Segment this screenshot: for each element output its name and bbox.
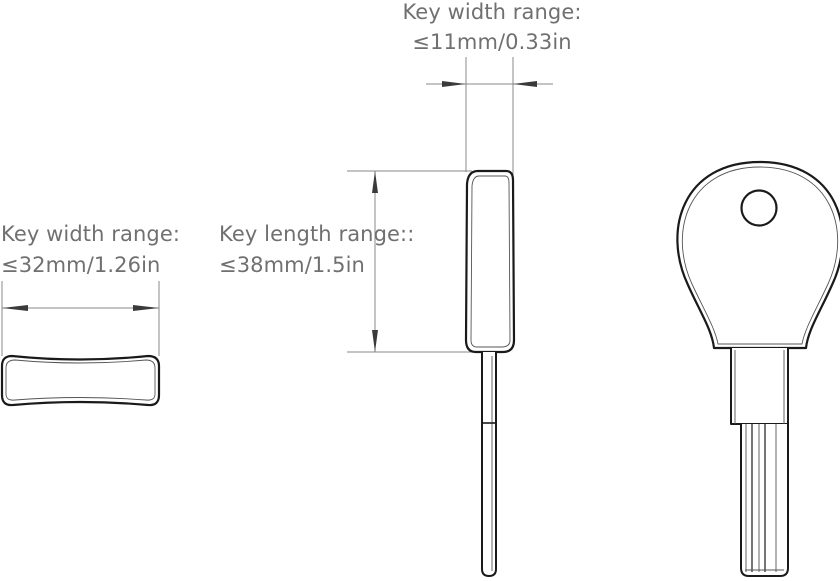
key-side-view [347, 57, 553, 577]
length-value: ≤38mm/1.5in [219, 253, 365, 277]
key-bow-inner [681, 166, 839, 345]
key-neck-outline [730, 348, 789, 425]
arrow-right [133, 305, 159, 311]
key-blade-side-outline [481, 352, 497, 577]
arrow-left [2, 305, 28, 311]
thickness-arrow-right [513, 81, 537, 87]
top-width-value: ≤11mm/0.33in [412, 30, 572, 54]
length-arrow-top [372, 171, 378, 193]
key-front-view [676, 160, 840, 577]
length-title: Key length range:: [219, 222, 415, 246]
left-width-value: ≤32mm/1.26in [1, 253, 161, 277]
head-top-view [0, 281, 161, 407]
key-head-top-outline [0, 354, 161, 407]
key-head-side-outline [464, 169, 516, 354]
left-width-title: Key width range: [1, 222, 181, 246]
key-head-side-inner [470, 175, 511, 348]
length-arrow-bottom [372, 330, 378, 352]
key-head-top-inner [5, 359, 156, 401]
thickness-arrow-left [442, 81, 466, 87]
top-width-title: Key width range: [402, 0, 582, 24]
key-ring-hole [740, 189, 778, 227]
